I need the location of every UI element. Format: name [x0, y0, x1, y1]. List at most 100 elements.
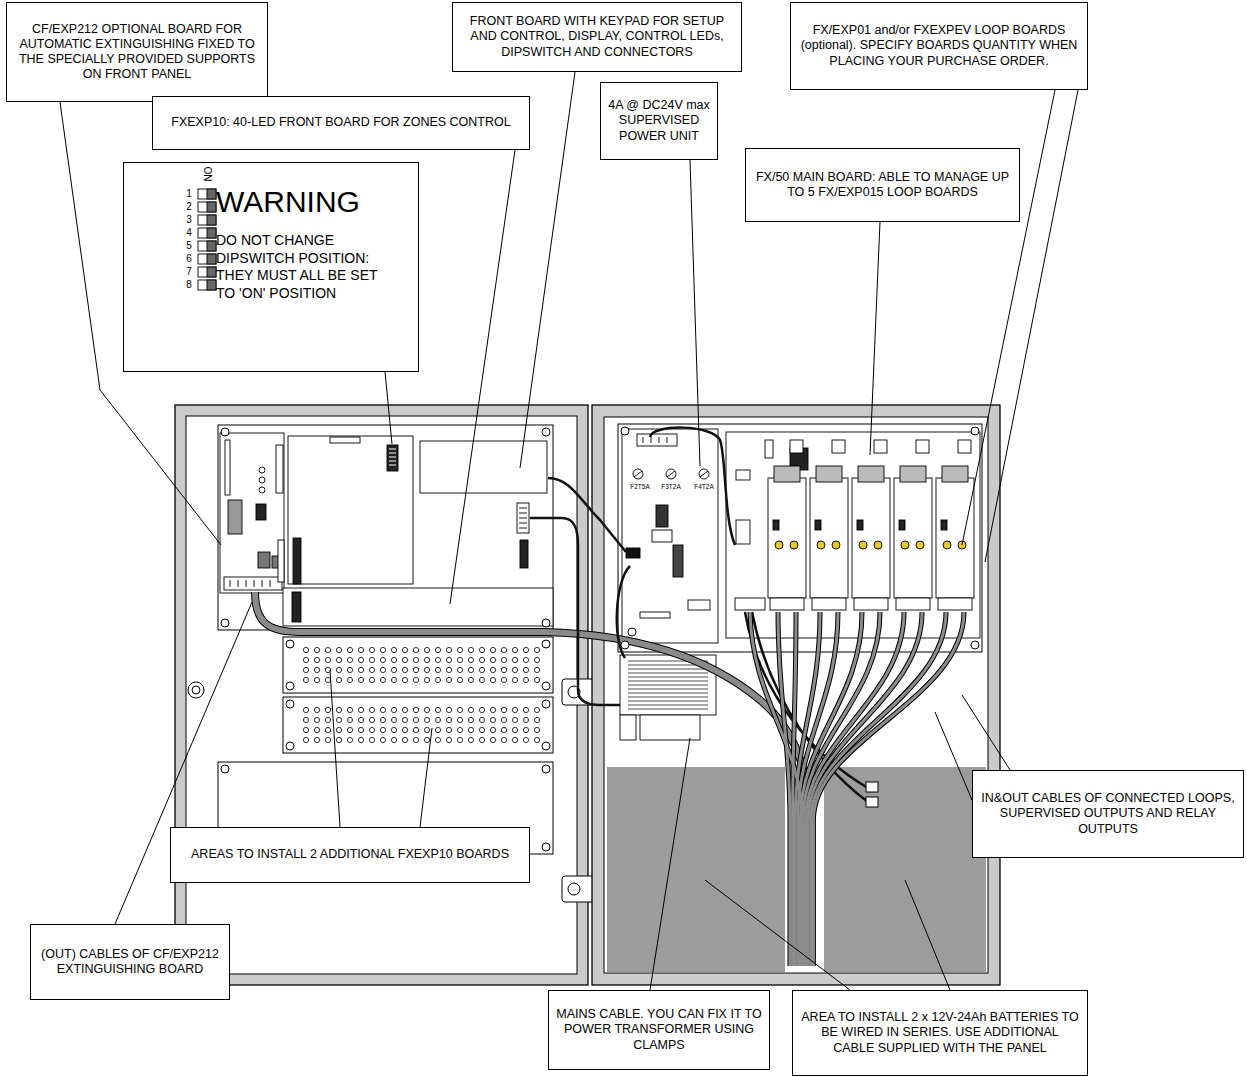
led-hole: [446, 737, 451, 742]
loop-board: [901, 541, 909, 549]
led-hole: [303, 657, 308, 662]
led-hole: [534, 647, 539, 652]
led-hole: [523, 647, 528, 652]
led-hole: [457, 647, 462, 652]
dipswitch-symbol: [198, 241, 216, 251]
led-hole: [358, 727, 363, 732]
led-hole: [303, 667, 308, 672]
led-hole: [402, 647, 407, 652]
loop-board: [816, 466, 842, 482]
led-hole: [413, 717, 418, 722]
led-hole: [479, 707, 484, 712]
switch-number: 4: [186, 228, 192, 238]
loop-board: [938, 598, 972, 610]
loop-board: [900, 466, 926, 482]
cabinet-body: [824, 767, 986, 972]
led-hole: [435, 657, 440, 662]
power-unit: [634, 471, 642, 477]
callout-text: IN&OUT CABLES OF CONNECTED LOOPS, SUPERV…: [980, 791, 1236, 837]
callout-box: CF/EXP212 OPTIONAL BOARD FOR AUTOMATIC E…: [6, 2, 268, 102]
screw: [621, 427, 629, 435]
led-hole: [523, 657, 528, 662]
dipswitch-symbol: [207, 280, 216, 290]
led-hole: [523, 677, 528, 682]
led-hole: [358, 667, 363, 672]
front-board: [517, 503, 529, 533]
callout-text: CF/EXP212 OPTIONAL BOARD FOR AUTOMATIC E…: [14, 22, 260, 83]
led-hole: [347, 657, 352, 662]
led-hole: [468, 677, 473, 682]
led-hole: [402, 667, 407, 672]
front-board: [389, 449, 396, 465]
screw: [542, 700, 550, 708]
fuse-label: F2T5A: [630, 484, 650, 491]
led-hole: [303, 647, 308, 652]
transformer: [628, 661, 708, 709]
led-hole: [325, 727, 330, 732]
loop-cable: [808, 612, 922, 966]
front-board: [520, 540, 528, 568]
screw: [542, 843, 550, 851]
extinguishing-board: [220, 433, 284, 593]
led-hole: [534, 677, 539, 682]
leader-line: [330, 670, 340, 827]
led-hole: [336, 737, 341, 742]
callout-box: AREA TO INSTALL 2 x 12V-24Ah BATTERIES T…: [792, 990, 1088, 1076]
extinguishing-board: [259, 487, 265, 493]
cabinet-body: [592, 405, 1000, 985]
led-hole: [391, 727, 396, 732]
led-hole: [358, 707, 363, 712]
battery-terminal: [866, 782, 878, 807]
led-hole: [479, 667, 484, 672]
led-hole: [424, 727, 429, 732]
led-hole: [424, 657, 429, 662]
led-hole: [303, 727, 308, 732]
led-hole: [479, 727, 484, 732]
switch-number: 7: [186, 267, 192, 277]
leader-line: [905, 880, 950, 990]
led-hole: [369, 657, 374, 662]
extinguishing-board: [224, 577, 282, 590]
loop-cable: [808, 612, 922, 966]
leader-line: [420, 728, 432, 827]
led-hole: [358, 677, 363, 682]
loop-board: [942, 466, 968, 482]
led-hole: [314, 677, 319, 682]
loop-board: [896, 598, 930, 610]
screw: [221, 765, 229, 773]
led-hole: [468, 707, 473, 712]
led-hole: [391, 647, 396, 652]
led-hole: [380, 707, 385, 712]
battery-terminal: [866, 797, 878, 807]
battery-terminal: [866, 782, 878, 792]
main-board: [736, 520, 750, 544]
dipswitch-symbol: [198, 228, 216, 238]
callout-text: AREAS TO INSTALL 2 ADDITIONAL FXEXP10 BO…: [191, 847, 509, 862]
loop-board: [941, 520, 947, 530]
led-hole: [303, 677, 308, 682]
led-hole: [391, 737, 396, 742]
left-door: [218, 425, 553, 630]
led-hole: [490, 717, 495, 722]
led-hole: [468, 667, 473, 672]
wire: [530, 518, 620, 705]
leader-line: [962, 695, 1010, 770]
screw: [286, 640, 294, 648]
led-hole: [413, 737, 418, 742]
switch-number: 3: [186, 215, 192, 225]
led-hole: [446, 707, 451, 712]
led-hole: [534, 727, 539, 732]
led-hole: [413, 667, 418, 672]
wire: [650, 428, 735, 545]
led-hole: [468, 737, 473, 742]
led-hole: [446, 727, 451, 732]
led-hole: [391, 677, 396, 682]
front-board: [420, 441, 547, 493]
led-hole: [512, 667, 517, 672]
led-hole: [380, 677, 385, 682]
led-hole: [336, 727, 341, 732]
cabinet-body: [618, 424, 982, 652]
led-hole: [501, 657, 506, 662]
loop-board: [790, 541, 798, 549]
led-hole: [457, 737, 462, 742]
